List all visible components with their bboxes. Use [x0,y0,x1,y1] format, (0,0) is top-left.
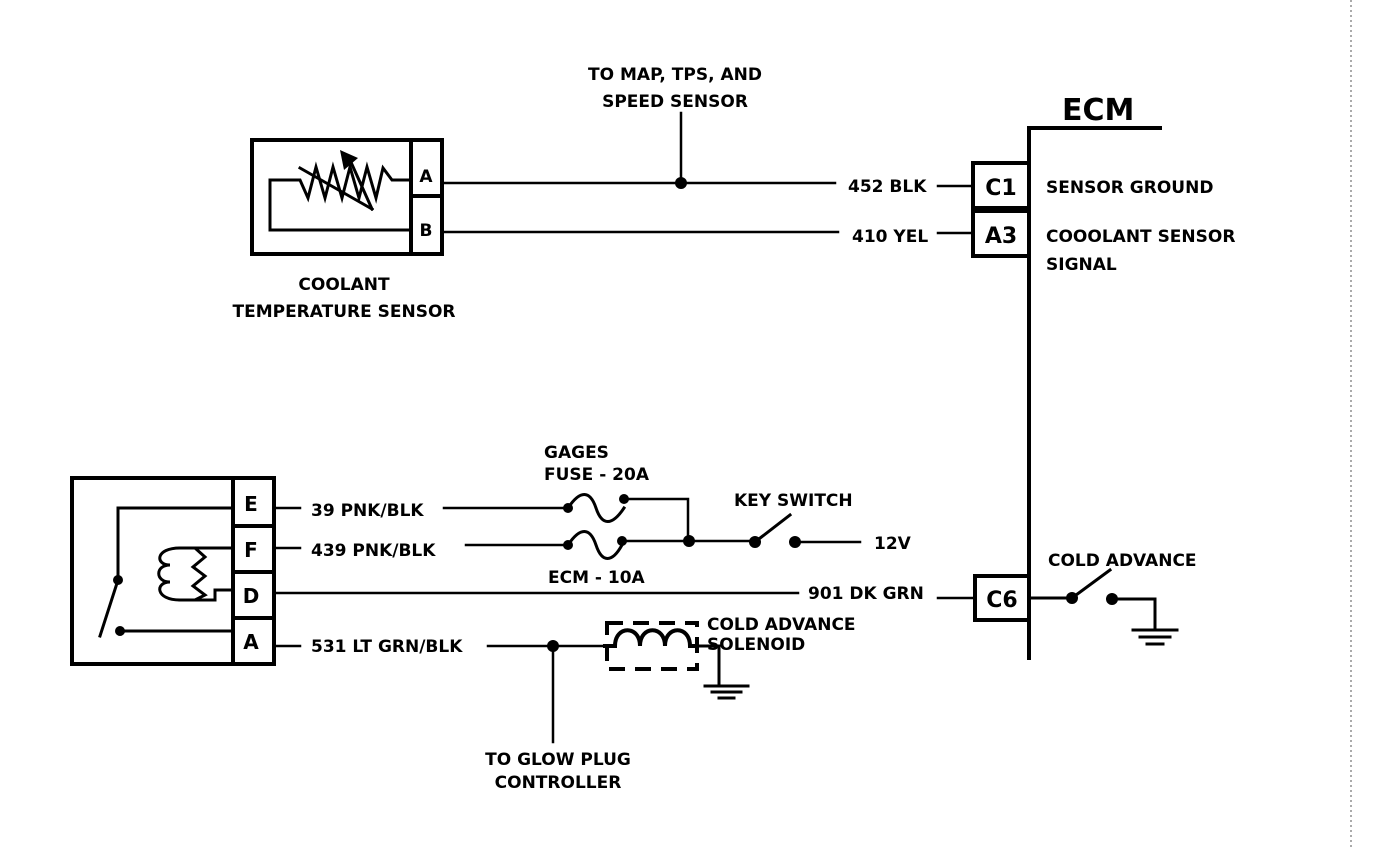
top-branch-label-2: SPEED SENSOR [602,92,748,112]
relay-pin-d: D [243,584,260,608]
wire-901-label: 901 DK GRN [808,584,924,604]
wire-531-label: 531 LT GRN/BLK [311,637,463,657]
ecm-pin-c6: C6 [986,588,1017,613]
top-branch-label-1: TO MAP, TPS, AND [588,65,762,85]
coolant-sensor-title-1: COOLANT [298,275,390,295]
ecm-ground-icon [1131,628,1179,646]
voltage-label: 12V [874,534,912,554]
ecm-title: ECM [1062,93,1134,128]
sensor-ground-label: SENSOR GROUND [1046,178,1213,198]
solenoid-label-2: SOLENOID [707,635,805,655]
relay-pin-f: F [244,538,258,562]
ecm-pin-a3: A3 [985,224,1017,249]
coolant-temperature-sensor: A B COOLANT TEMPERATURE SENSOR [232,138,456,322]
wire-452-label: 452 BLK [848,177,927,197]
coolant-sensor-title-2: TEMPERATURE SENSOR [232,302,455,322]
ecm-fuse-label: ECM - 10A [548,568,646,588]
ecm-pin-c1-box [971,161,1031,210]
gages-fuse-label-2: FUSE - 20A [544,465,650,485]
gages-fuse-icon [563,493,629,523]
ecm-fuse-icon [563,530,627,560]
glow-plug-label-1: TO GLOW PLUG [485,750,631,770]
cold-advance-label: COLD ADVANCE [1048,551,1197,571]
relay-pin-e: E [244,492,258,516]
cold-advance-switch-arm [1069,567,1113,601]
coolant-sensor-pin-a: A [419,167,433,187]
relay-pin-a: A [243,630,259,654]
relay-wires: 39 PNK/BLK 439 PNK/BLK 901 DK GRN 531 LT… [272,501,977,793]
glow-plug-label-2: CONTROLLER [495,773,622,793]
wire-410-label: 410 YEL [852,227,928,247]
ecm-block: ECM C1 A3 C6 SENSOR GROUND COOOLANT SENS… [971,93,1235,660]
solenoid-ground-icon [703,684,750,700]
ecm-pin-c1: C1 [985,176,1016,201]
cold-advance-solenoid: COLD ADVANCE SOLENOID [603,615,856,700]
key-switch-arm [752,512,793,545]
coolant-signal-label-1: COOOLANT SENSOR [1046,227,1235,247]
wire-39-label: 39 PNK/BLK [311,501,424,521]
wire-439-label: 439 PNK/BLK [311,541,436,561]
solenoid-coil-icon [603,628,699,648]
sensor-wires: 452 BLK 410 YEL TO MAP, TPS, AND SPEED S… [440,65,975,247]
solenoid-label-1: COLD ADVANCE [707,615,856,635]
coolant-sensor-pin-b: B [420,221,433,241]
thermistor-icon [268,150,413,232]
gages-fuse-label-1: GAGES [544,443,609,463]
relay-coil-icon [157,546,235,602]
key-switch-circuit: KEY SWITCH 12V [620,491,912,554]
relay-module: E F D A [70,476,276,666]
key-switch-label: KEY SWITCH [734,491,853,511]
relay-contact-arm [98,578,120,638]
coolant-signal-label-2: SIGNAL [1046,255,1117,275]
